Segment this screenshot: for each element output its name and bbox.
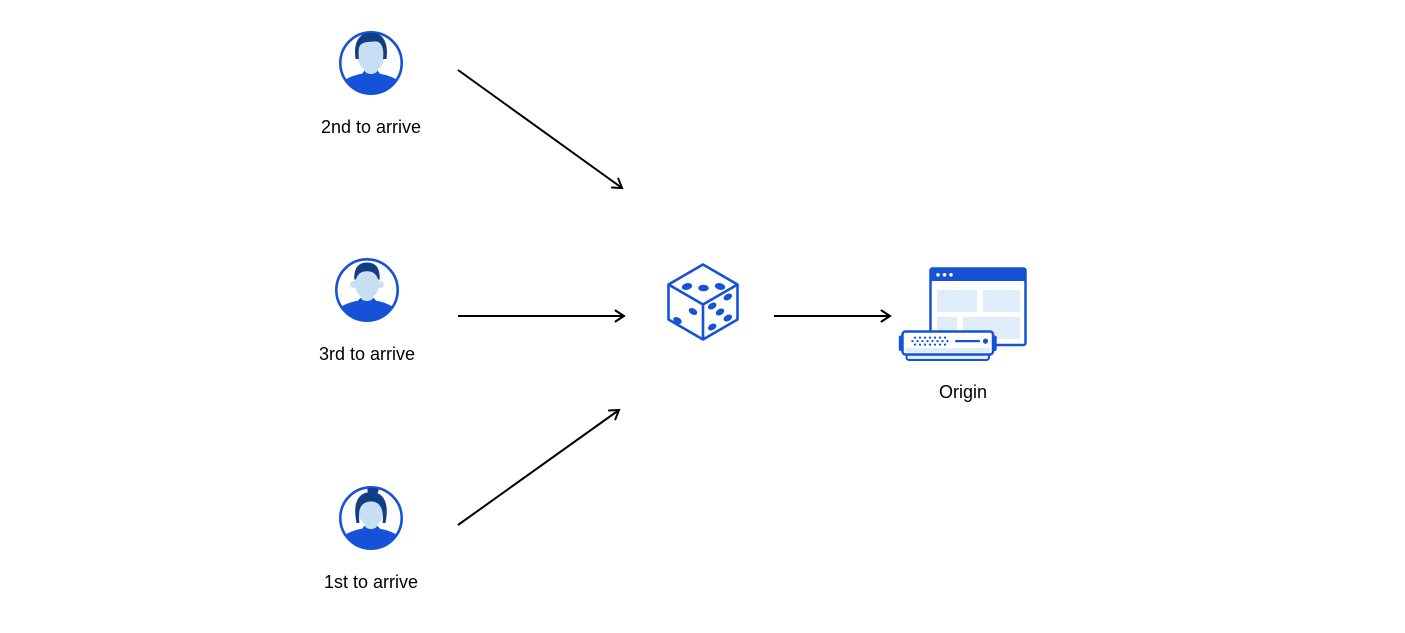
avatar-man-short-hair-icon [334,257,400,323]
origin-label: Origin [938,382,987,402]
client-1st-label: 1st to arrive [323,572,419,592]
avatar-woman-bun-icon [338,485,404,551]
arrow-client-2nd-to-dice [457,69,624,190]
avatar-man-swept-hair-icon [338,30,404,96]
node-randomizer [664,262,742,342]
node-origin: Origin [898,262,1028,403]
client-2nd-label: 2nd to arrive [320,117,422,137]
server-vent-dots [911,336,949,346]
client-3rd-label: 3rd to arrive [318,344,416,364]
server-led [982,338,989,344]
arrow-client-1st-to-dice [457,408,621,526]
node-client-2nd-to-arrive: 2nd to arrive [291,28,451,138]
dice-icon [667,263,739,341]
node-client-1st-to-arrive: 1st to arrive [291,483,451,593]
node-client-3rd-to-arrive: 3rd to arrive [287,255,447,365]
origin-server-browser-icon [898,267,1027,361]
